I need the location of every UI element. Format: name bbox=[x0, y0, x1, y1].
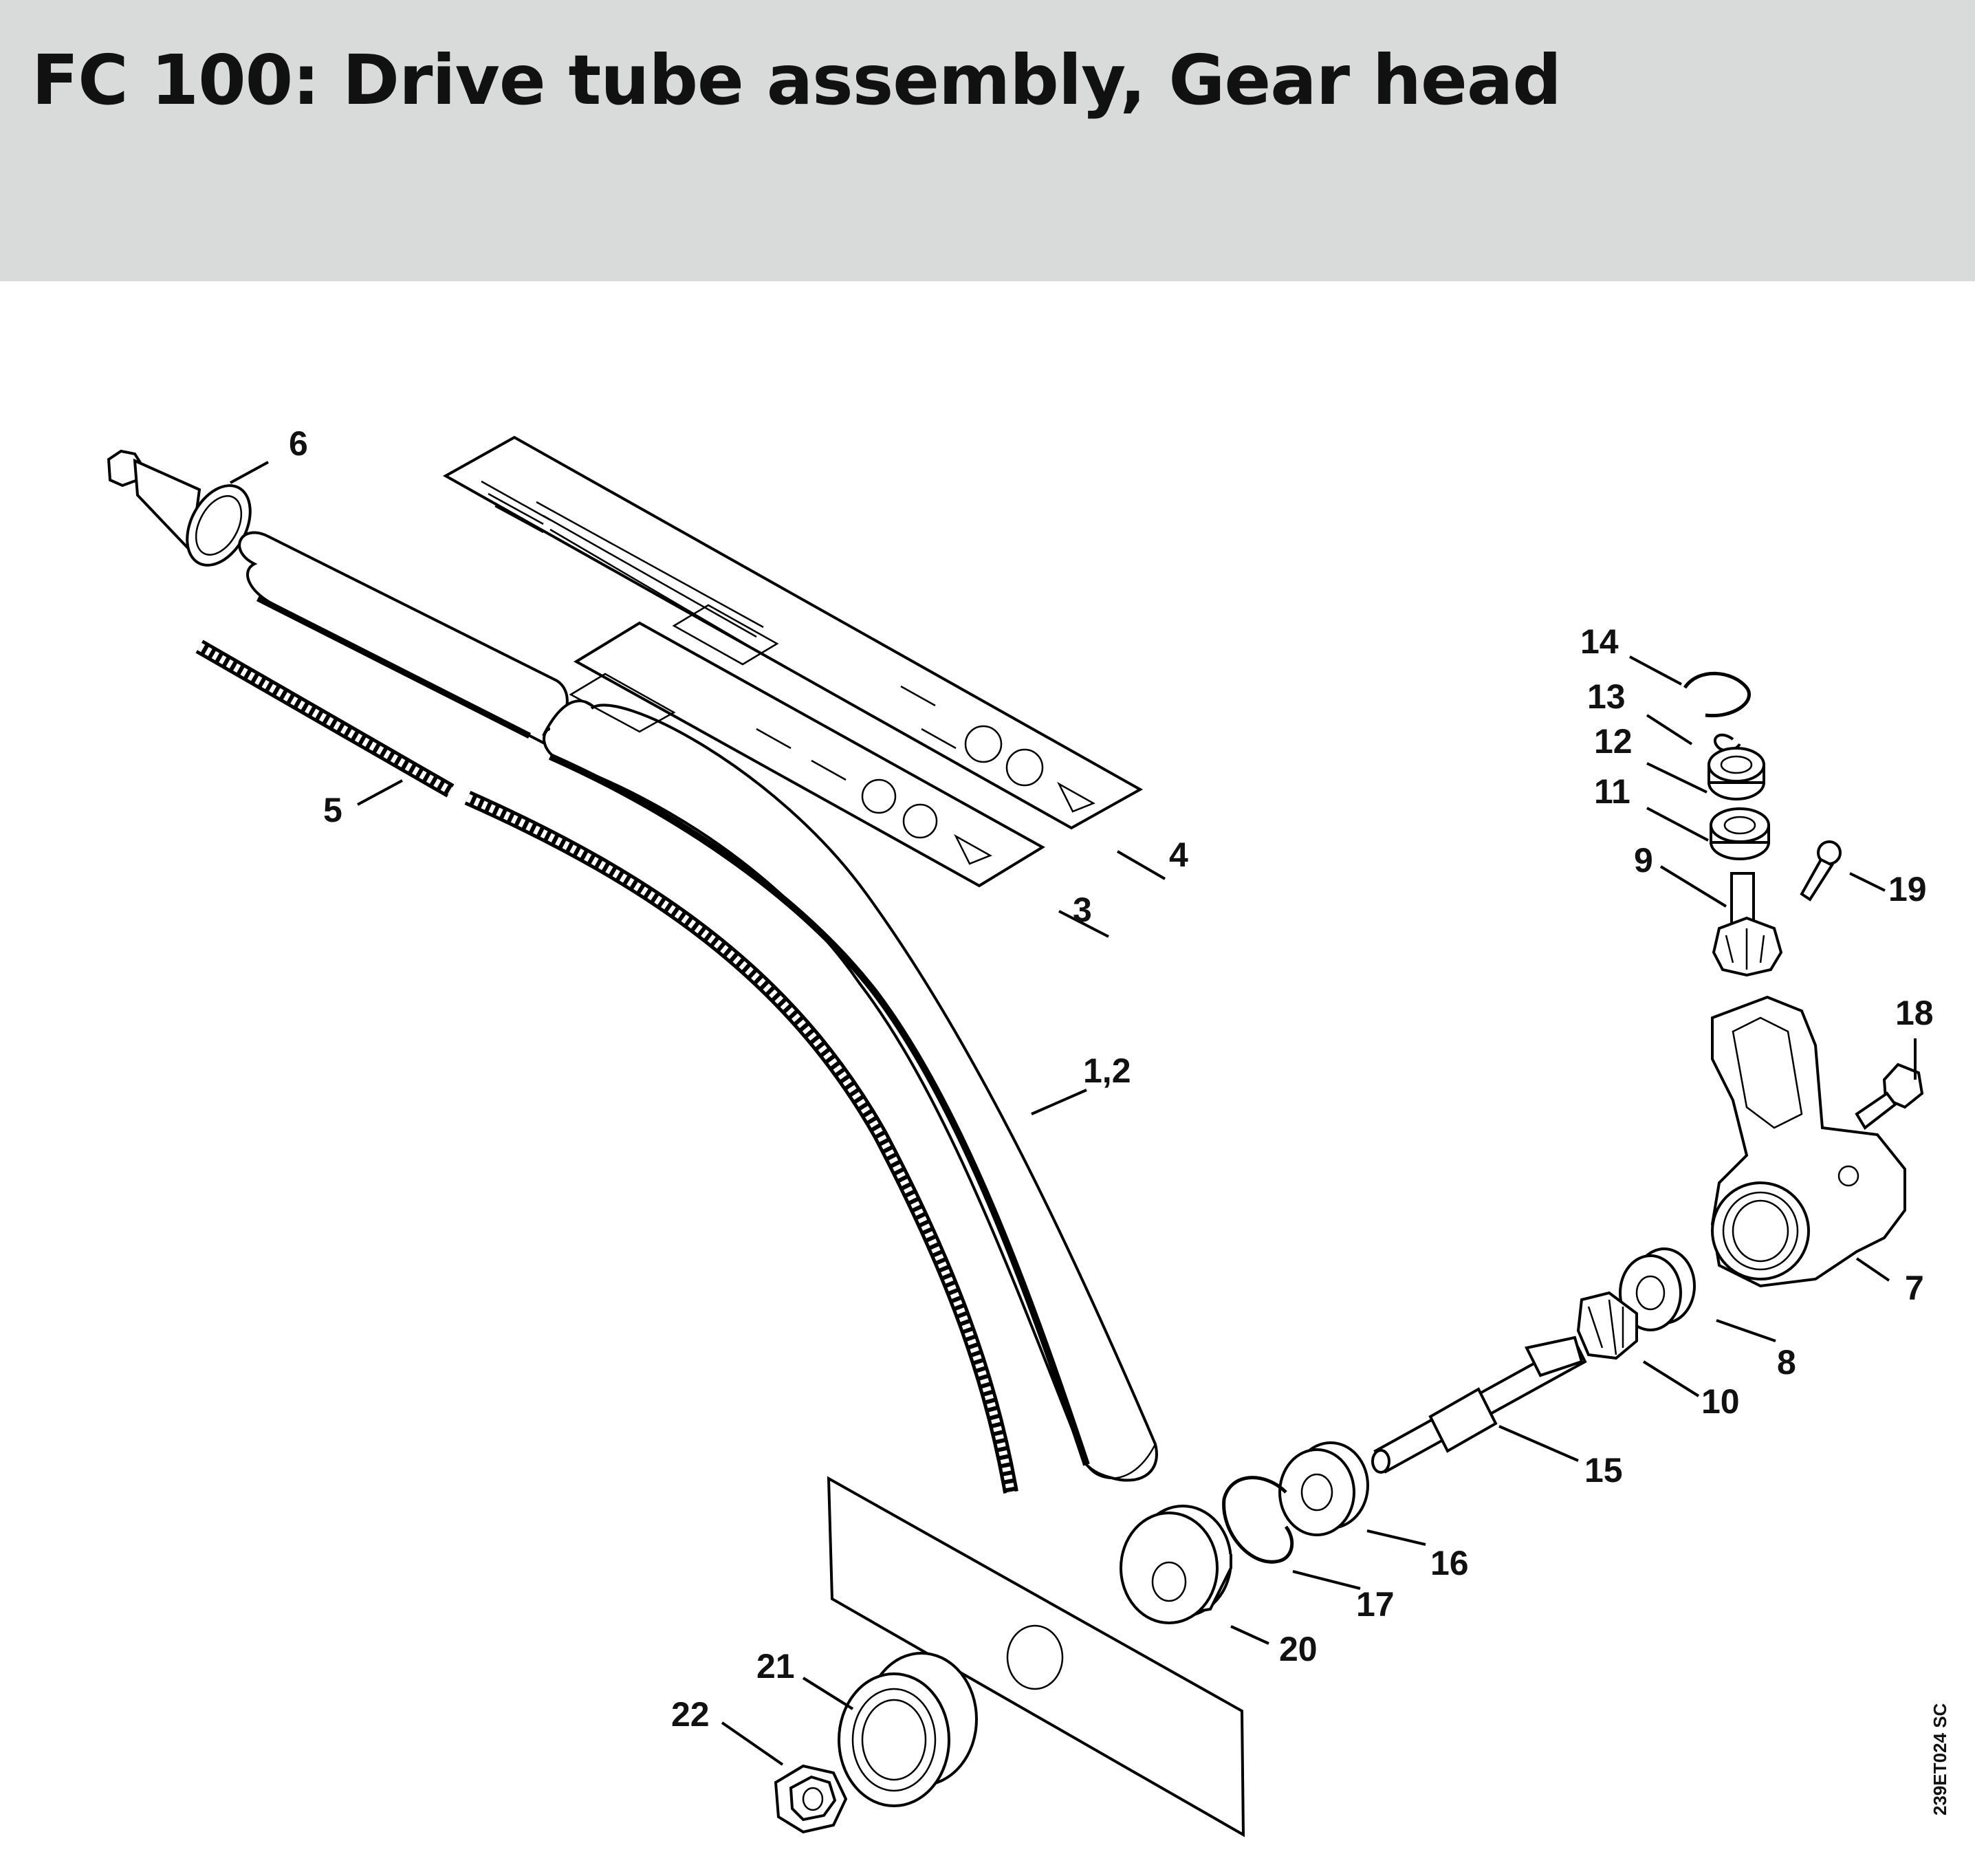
callout-4: 4 bbox=[1169, 836, 1188, 874]
part-20-thrust-collar[interactable] bbox=[1120, 1505, 1232, 1624]
callout-8: 8 bbox=[1777, 1343, 1796, 1382]
title-banner: FC 100: Drive tube assembly, Gear head bbox=[0, 0, 1975, 281]
callout-17: 17 bbox=[1356, 1585, 1395, 1624]
callout-5: 5 bbox=[323, 791, 342, 829]
callout-12: 12 bbox=[1594, 722, 1633, 761]
part-18-screw[interactable] bbox=[1855, 1062, 1924, 1130]
part-10-bevel-gear[interactable] bbox=[1576, 1291, 1638, 1360]
callout-16: 16 bbox=[1430, 1544, 1469, 1582]
callout-1-2: 1,2 bbox=[1083, 1051, 1131, 1090]
callout-6: 6 bbox=[289, 424, 308, 463]
part-9-pinion[interactable] bbox=[1712, 872, 1783, 977]
part-4-warning-label[interactable] bbox=[442, 435, 1144, 830]
part-22-nut[interactable] bbox=[774, 1764, 848, 1834]
part-1-2-drive-tube[interactable] bbox=[238, 531, 1158, 1482]
part-16-bearing[interactable] bbox=[1278, 1441, 1369, 1536]
callout-7: 7 bbox=[1905, 1269, 1924, 1307]
part-3-warning-label[interactable] bbox=[569, 621, 1045, 888]
part-6-bushing[interactable] bbox=[107, 449, 263, 576]
callout-20: 20 bbox=[1279, 1630, 1318, 1668]
figure-reference-code: 239ET024 SC bbox=[1930, 1703, 1950, 1815]
callout-13: 13 bbox=[1587, 677, 1626, 716]
part-17-circlip[interactable] bbox=[1222, 1476, 1294, 1564]
callout-9: 9 bbox=[1634, 841, 1653, 880]
callout-15: 15 bbox=[1584, 1451, 1623, 1490]
callout-14: 14 bbox=[1580, 622, 1619, 661]
part-12-bearing[interactable] bbox=[1707, 747, 1765, 800]
part-5-flex-shaft[interactable] bbox=[195, 640, 1018, 1494]
callout-labels: 6 5 4 3 1,2 14 13 12 11 9 19 18 7 8 10 1… bbox=[289, 424, 1934, 1734]
blade-plate[interactable] bbox=[827, 1476, 1245, 1837]
callout-3: 3 bbox=[1073, 891, 1092, 929]
callout-21: 21 bbox=[756, 1647, 795, 1686]
callout-leaders bbox=[230, 461, 1917, 1766]
callout-10: 10 bbox=[1701, 1382, 1740, 1421]
part-19-screw[interactable] bbox=[1800, 840, 1842, 902]
part-7-gear-housing[interactable] bbox=[1710, 995, 1906, 1288]
callout-18: 18 bbox=[1895, 994, 1934, 1032]
part-15-spindle[interactable] bbox=[1371, 1335, 1587, 1474]
part-11-bearing[interactable] bbox=[1710, 807, 1770, 860]
part-14-circlip[interactable] bbox=[1683, 671, 1751, 718]
callout-19: 19 bbox=[1888, 870, 1927, 908]
callout-22: 22 bbox=[671, 1695, 710, 1734]
part-21-washer[interactable] bbox=[838, 1652, 978, 1807]
page-title: FC 100: Drive tube assembly, Gear head bbox=[32, 40, 1562, 120]
callout-11: 11 bbox=[1594, 772, 1630, 811]
